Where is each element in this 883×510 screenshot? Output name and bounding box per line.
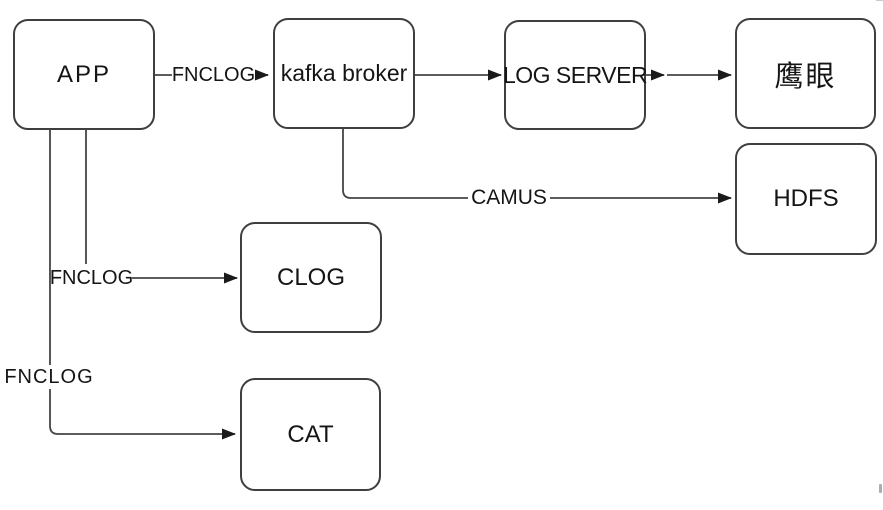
edge-label-fnclog-app-clog: FNCLOG [49,266,134,290]
node-hdfs: HDFS [735,143,877,255]
node-clog: CLOG [240,222,382,333]
edge-label-camus: CAMUS [468,186,550,210]
node-log-server: LOG SERVER [503,20,648,130]
node-app: APP [13,19,155,130]
edge-app-cat [49,130,236,440]
cropped-corner-artifact [876,0,883,9]
edge-label-fnclog-app-kafka: FNCLOG [171,63,256,87]
node-eagle-eye: 鹰眼 [735,18,876,129]
edge-label-fnclog-app-cat: FNCLOG [4,365,94,389]
edge-mark-artifact [879,484,882,493]
edge-kafka-hdfs [342,129,732,204]
node-kafka-broker: kafka broker [273,18,415,129]
node-cat: CAT [240,378,381,491]
